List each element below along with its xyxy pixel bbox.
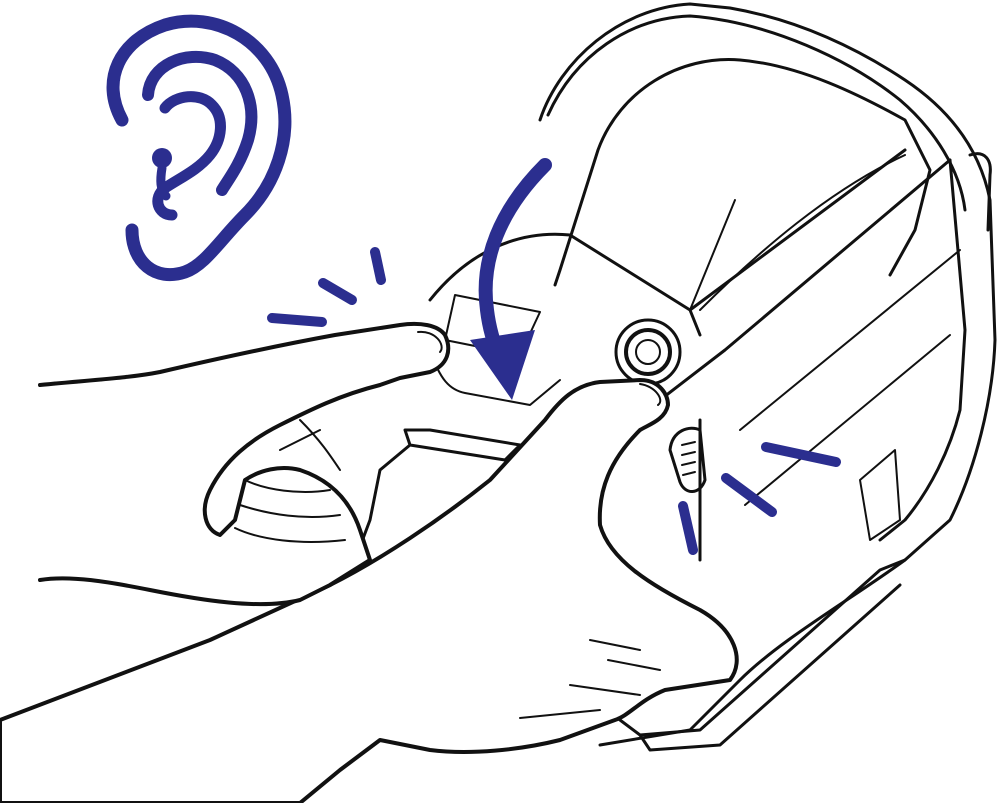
printer-side-highlight [740,250,960,540]
ear-tragus [161,168,166,196]
sound-burst-right-icon [683,447,836,550]
sound-burst-left-icon [272,252,381,322]
ear-icon [113,21,285,274]
curved-arrow-down-icon [470,165,545,400]
feed-button-icon [616,320,680,384]
printer-lid-top-curve [548,16,965,210]
arrow-shaft [486,165,545,360]
arrow-head [470,330,535,400]
